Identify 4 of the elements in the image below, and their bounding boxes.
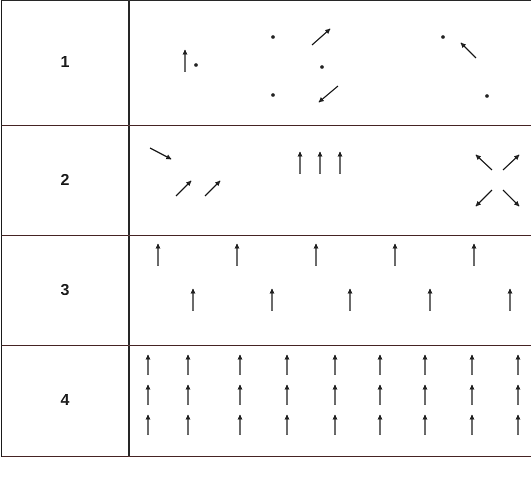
row-number: 1 [60, 54, 70, 72]
row-number: 4 [60, 392, 70, 410]
row-number: 3 [60, 282, 70, 300]
row-number: 2 [60, 172, 70, 190]
